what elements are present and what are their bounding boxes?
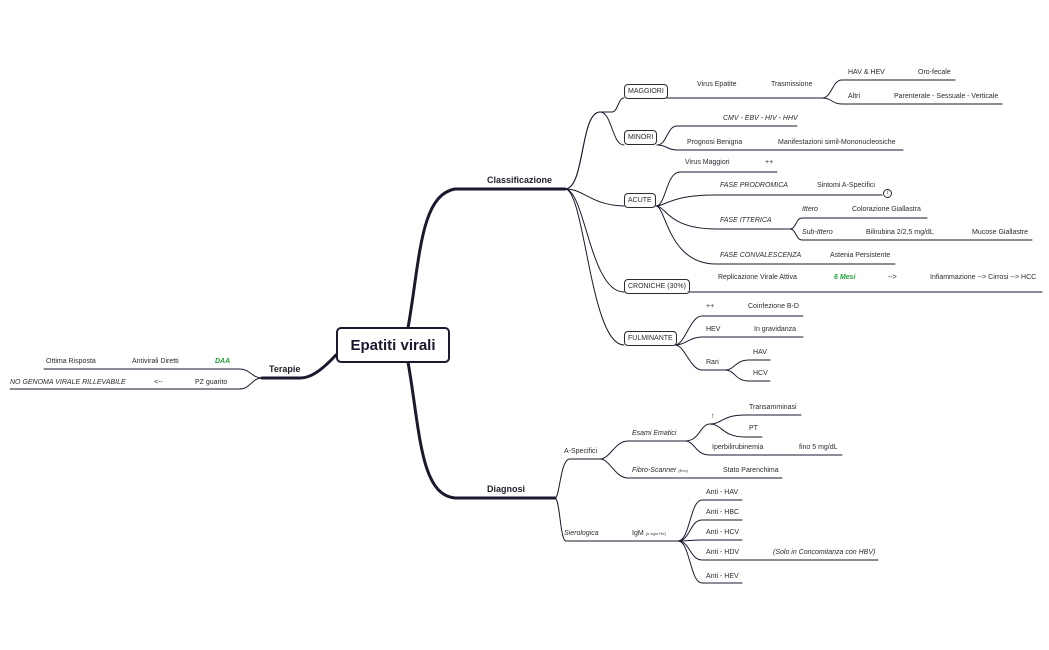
node-igm[interactable]: IgM (o ogni HV) (632, 529, 666, 538)
node-concomitanza[interactable]: (Solo in Concomitanza con HBV) (773, 549, 876, 556)
node-anti-hev[interactable]: Anti - HEV (706, 573, 739, 580)
node-prognosi[interactable]: Prognosi Benigna (687, 139, 743, 146)
node-virus-epatite[interactable]: Virus Epatite (697, 81, 737, 88)
node-hav-hev[interactable]: HAV & HEV (848, 69, 885, 76)
node-croniche[interactable]: CRONICHE (30%) (624, 279, 690, 294)
node-back-arrow[interactable]: <-- (154, 379, 163, 386)
node-pt[interactable]: PT (749, 425, 758, 432)
node-daa[interactable]: DAA (215, 358, 231, 365)
node-hcv[interactable]: HCV (753, 370, 768, 377)
branch-classificazione[interactable]: Classificazione (487, 175, 553, 185)
node-cmv-ebv[interactable]: CMV - EBV - HIV - HHV (723, 115, 798, 122)
node-mucose[interactable]: Mucose Giallastre (972, 229, 1029, 236)
eco-note: (Eco) (678, 468, 688, 473)
node-iperbilirubinemia[interactable]: Iperbilirubinemia (712, 444, 764, 451)
node-bilirubina[interactable]: Bilirubina 2/2,5 mg/dL (866, 229, 934, 236)
node-anti-hav[interactable]: Anti - HAV (706, 489, 739, 496)
node-sierologica[interactable]: Sierologica (564, 530, 599, 537)
node-ittero[interactable]: Ittero (802, 206, 818, 213)
node-fase-itterica[interactable]: FASE ITTERICA (720, 217, 772, 224)
node-fase-convalescenza[interactable]: FASE CONVALESCENZA (720, 252, 802, 259)
node-infiammazione[interactable]: Infiammazione --> Cirrosi --> HCC (930, 274, 1037, 281)
node-parenterale[interactable]: Parenterale - Sessuale - Verticale (894, 93, 999, 100)
igm-note: (o ogni HV) (645, 531, 666, 536)
node-coinfezione[interactable]: Coinfezione B-D (748, 303, 799, 310)
node-minori[interactable]: MINORI (624, 130, 658, 145)
branch-diagnosi[interactable]: Diagnosi (487, 484, 526, 494)
fibro-label: Fibro-Scanner (632, 467, 677, 474)
node-rari[interactable]: Rari (706, 359, 719, 366)
node-no-genoma[interactable]: NO GENOMA VIRALE RILLEVABILE (10, 379, 126, 386)
node-anti-hcv[interactable]: Anti - HCV (706, 529, 740, 536)
node-astenia[interactable]: Astenia Persistente (830, 252, 891, 259)
node-6-mesi[interactable]: 6 Mesi (834, 274, 856, 281)
info-icon[interactable]: i (883, 189, 892, 198)
node-plus[interactable]: ++ (765, 159, 774, 166)
node-fulminante[interactable]: FULMINANTE (624, 331, 677, 346)
node-stato-parenchima[interactable]: Stato Parenchima (723, 467, 779, 474)
node-oro-fecale[interactable]: Oro-fecale (918, 69, 951, 76)
node-fibro-scanner[interactable]: Fibro-Scanner (Eco) (632, 466, 688, 475)
node-a-specifici[interactable]: A-Specifici (564, 448, 598, 455)
node-up-arrow[interactable]: ↑ (711, 413, 715, 420)
node-colorazione[interactable]: Colorazione Giallastra (852, 206, 921, 213)
node-esami-ematici[interactable]: Esami Ematici (632, 430, 677, 437)
node-hev[interactable]: HEV (706, 326, 721, 333)
node-maggiori[interactable]: MAGGIORI (624, 84, 668, 99)
node-fase-prodromica[interactable]: FASE PRODROMICA (720, 182, 788, 189)
node-ottima-risposta[interactable]: Ottima Risposta (46, 358, 96, 365)
igm-label: IgM (632, 530, 644, 537)
root-node[interactable]: Epatiti virali (336, 327, 450, 363)
node-manifestazioni[interactable]: Manifestazioni simil-Mononucleosiche (778, 139, 896, 146)
node-acute[interactable]: ACUTE (624, 193, 656, 208)
node-anti-hdv[interactable]: Anti - HDV (706, 549, 740, 556)
branch-terapie[interactable]: Terapie (269, 364, 301, 374)
node-pz-guarito[interactable]: PZ guarito (195, 379, 228, 386)
node-sub-ittero[interactable]: Sub-Ittero (802, 229, 833, 236)
node-fino[interactable]: fino 5 mg/dL (799, 444, 838, 451)
node-sintomi[interactable]: Sintomi A-Specifici (817, 182, 875, 189)
node-trasmissione[interactable]: Trasmissione (771, 81, 813, 88)
node-arrow[interactable]: --> (888, 274, 897, 281)
node-fulminante-plus[interactable]: ++ (706, 303, 715, 310)
node-replicazione[interactable]: Replicazione Virale Attiva (718, 274, 797, 281)
node-altri[interactable]: Altri (848, 93, 861, 100)
node-hav[interactable]: HAV (753, 349, 767, 356)
node-gravidanza[interactable]: In gravidanza (754, 326, 797, 333)
node-anti-hbc[interactable]: Anti - HBC (706, 509, 740, 516)
node-virus-maggiori[interactable]: Virus Maggiori (685, 159, 730, 166)
node-antivirali[interactable]: Antivirali Diretti (132, 358, 179, 365)
node-transaminasi[interactable]: Transamminasi (749, 404, 797, 411)
